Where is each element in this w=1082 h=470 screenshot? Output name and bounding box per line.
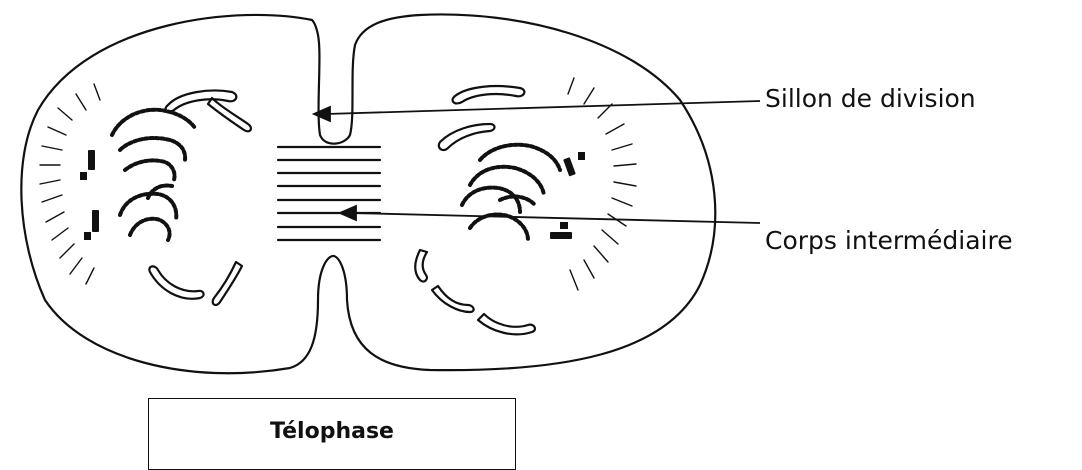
chromosome-mass-left-upper [120, 138, 185, 160]
centriole [560, 222, 568, 229]
arrowhead-icon [340, 206, 356, 220]
chromosome-mass-right-lower [470, 215, 528, 241]
label-midbody: Corps intermédiaire [765, 226, 1013, 255]
mitochondrion [213, 262, 242, 305]
cell-membrane [21, 14, 715, 373]
centriole [84, 232, 91, 240]
chromosome-mass-left-lower [130, 219, 170, 240]
chromosome-mass-left-upper [125, 160, 175, 180]
mitochondrion [149, 266, 203, 298]
centriole [88, 150, 95, 170]
arrowhead-icon [314, 107, 330, 121]
mitochondrion [415, 250, 427, 281]
label-division-furrow: Sillon de division [765, 84, 976, 113]
mitochondrion [478, 314, 535, 334]
pointer-line-midbody [352, 213, 760, 223]
centriole [80, 172, 87, 180]
mitochondrion [432, 286, 474, 312]
mitochondrion [208, 98, 251, 131]
title-box: Télophase [148, 398, 516, 470]
centriole [550, 232, 572, 239]
centriole [92, 210, 99, 232]
mitochondrion [453, 86, 525, 103]
aster-right [568, 78, 636, 290]
chromosome-mass-left-upper [112, 110, 195, 135]
diagram-title: Télophase [149, 419, 515, 444]
midbody-fibres [278, 147, 380, 240]
centriole [578, 152, 585, 160]
pointer-line-furrow [326, 101, 760, 114]
mitochondrion [439, 124, 495, 150]
centriole [563, 157, 576, 176]
aster-left [40, 84, 100, 284]
chromosome-mass-right-lower [462, 188, 520, 212]
